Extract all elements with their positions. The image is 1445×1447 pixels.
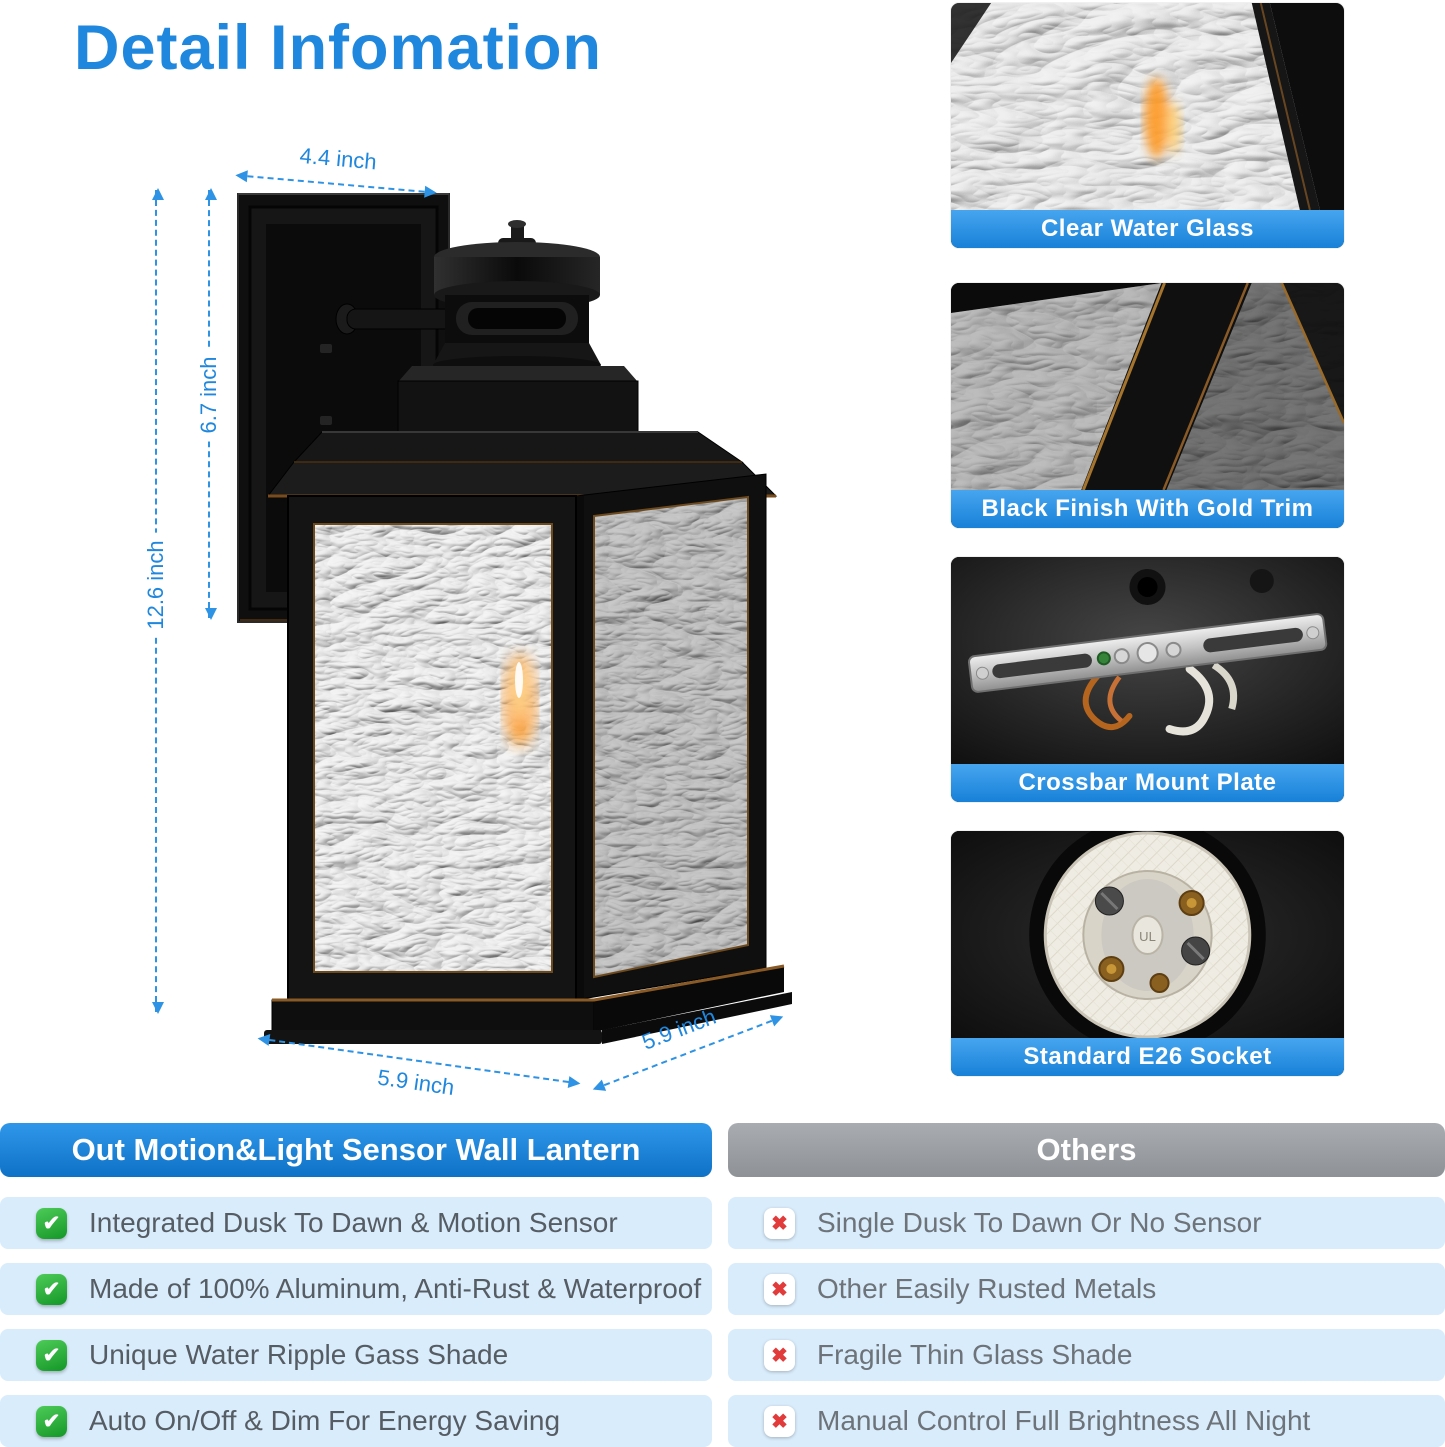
wall-plate: [237, 193, 450, 623]
comparison-row-text: Auto On/Off & Dim For Energy Saving: [89, 1405, 561, 1436]
front-glass: [314, 524, 552, 972]
comparison-row-text: Manual Control Full Brightness All Night: [817, 1405, 1311, 1436]
comparison-row-text: Made of 100% Aluminum, Anti-Rust & Water…: [89, 1273, 702, 1304]
comparison-row-right-1: ✖ Single Dusk To Dawn Or No Sensor: [728, 1197, 1445, 1249]
comparison-header-others: Others: [728, 1123, 1445, 1177]
water-glass-photo: [951, 3, 1344, 210]
comparison-row-text: Integrated Dusk To Dawn & Motion Sensor: [89, 1207, 618, 1238]
cross-icon: ✖: [764, 1273, 795, 1305]
cross-icon: ✖: [764, 1207, 795, 1239]
dimension-backplate-height: 6.7 inch: [194, 188, 224, 620]
lantern-illustration: [220, 180, 800, 1050]
sensor-arm: [335, 303, 463, 335]
comparison-row-text: Single Dusk To Dawn Or No Sensor: [817, 1207, 1262, 1238]
comparison-row-right-3: ✖ Fragile Thin Glass Shade: [728, 1329, 1445, 1381]
check-icon: ✔: [36, 1273, 67, 1305]
feature-card-crossbar-mount-plate: Crossbar Mount Plate: [951, 557, 1344, 802]
comparison-row-text: Unique Water Ripple Gass Shade: [89, 1339, 509, 1370]
check-icon: ✔: [36, 1207, 67, 1239]
page-title: Detail Infomation: [74, 13, 603, 83]
comparison-row-right-4: ✖ Manual Control Full Brightness All Nig…: [728, 1395, 1445, 1447]
check-icon: ✔: [36, 1405, 67, 1437]
white-wire: [1165, 665, 1214, 736]
feature-card-black-finish-gold-trim: Black Finish With Gold Trim: [951, 283, 1344, 528]
crossbar: [967, 613, 1328, 693]
socket-photo: UL: [951, 831, 1344, 1038]
comparison-row-left-1: ✔ Integrated Dusk To Dawn & Motion Senso…: [0, 1197, 712, 1249]
feature-card-label: Standard E26 Socket: [951, 1038, 1344, 1076]
check-icon: ✔: [36, 1339, 67, 1371]
feature-card-label: Clear Water Glass: [951, 210, 1344, 248]
feature-card-e26-socket: UL Standard E26 Socket: [951, 831, 1344, 1076]
dimension-width-label: 4.4 inch: [298, 142, 378, 175]
comparison-row-left-4: ✔ Auto On/Off & Dim For Energy Saving: [0, 1395, 712, 1447]
side-glass: [594, 497, 748, 977]
comparison-row-right-2: ✖ Other Easily Rusted Metals: [728, 1263, 1445, 1315]
crossbar-photo: [951, 557, 1344, 764]
comparison-header-product: Out Motion&Light Sensor Wall Lantern: [0, 1123, 712, 1177]
lantern-svg: [237, 193, 792, 1044]
dimension-total-height-label: 12.6 inch: [141, 531, 171, 638]
cross-icon: ✖: [764, 1339, 795, 1371]
mount-block: [397, 366, 639, 433]
feature-card-label: Black Finish With Gold Trim: [951, 490, 1344, 528]
feature-card-label: Crossbar Mount Plate: [951, 764, 1344, 802]
base: [264, 964, 792, 1044]
comparison-row-text: Fragile Thin Glass Shade: [817, 1339, 1133, 1370]
lantern-body: [287, 473, 767, 1001]
cross-icon: ✖: [764, 1405, 795, 1437]
motion-sensor: [433, 220, 601, 374]
comparison-row-text: Other Easily Rusted Metals: [817, 1273, 1157, 1304]
comparison-row-left-3: ✔ Unique Water Ripple Gass Shade: [0, 1329, 712, 1381]
feature-card-clear-water-glass: Clear Water Glass: [951, 3, 1344, 248]
black-finish-photo: [951, 283, 1344, 490]
sensor-lens: [468, 308, 566, 329]
dimension-backplate-height-label: 6.7 inch: [194, 348, 224, 442]
ground-screw: [1096, 651, 1111, 666]
dimension-total-height: 12.6 inch: [141, 188, 171, 1014]
copper-wire: [1082, 669, 1133, 730]
comparison-row-left-2: ✔ Made of 100% Aluminum, Anti-Rust & Wat…: [0, 1263, 712, 1315]
ul-marking: UL: [1139, 929, 1156, 944]
dimension-depth-front-label: 5.9 inch: [376, 1064, 456, 1101]
